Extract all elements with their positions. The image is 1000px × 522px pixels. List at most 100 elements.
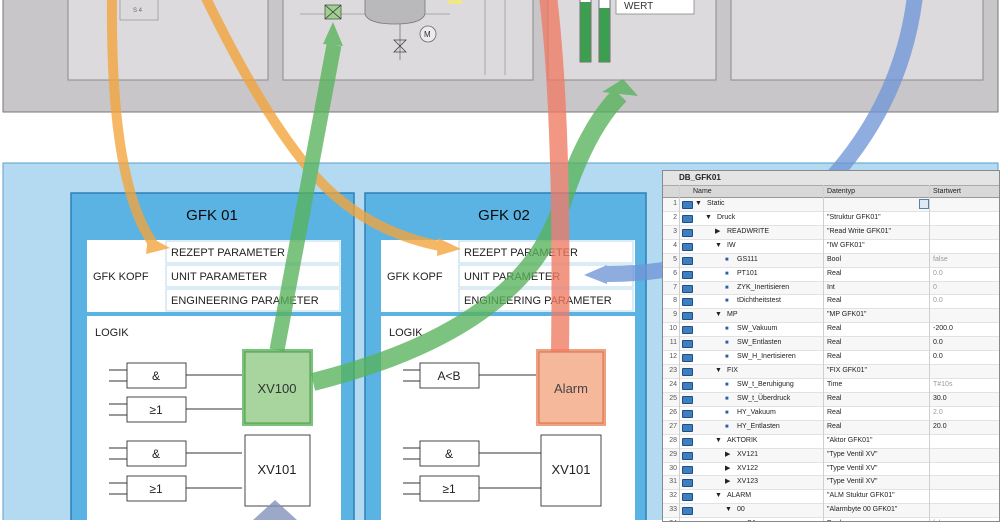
db-row-startvalue[interactable]: 0.0 <box>933 297 943 305</box>
gfk02-xv101-block[interactable] <box>540 434 602 507</box>
db-row-startvalue[interactable]: 0 <box>933 283 937 291</box>
db-row-name: 00 <box>737 506 745 514</box>
member-bullet-icon: ■ <box>725 340 729 347</box>
gfk01-block: GFK 01 GFK KOPF REZEPT PARAMETER UNIT PA… <box>70 192 355 520</box>
db-row-startvalue[interactable]: T#10s <box>933 380 953 388</box>
db-row-type-icon <box>682 423 693 432</box>
expand-down-icon[interactable]: ▼ <box>715 492 722 500</box>
db-row-type-icon <box>682 507 693 516</box>
member-bullet-icon: ■ <box>725 298 729 305</box>
db-row-startvalue[interactable]: 2.0 <box>933 408 943 416</box>
db-row[interactable]: 30▶XV122"Type Ventil XV" <box>663 463 999 477</box>
db-row[interactable]: 9▼MP"MP GFK01" <box>663 309 999 324</box>
db-row-number: 7 <box>673 283 677 291</box>
db-row-type: "Type Ventil XV" <box>827 478 878 486</box>
db-row-startvalue[interactable]: -200.0 <box>933 325 953 333</box>
db-row-name: SW_t_Beruhigung <box>737 380 794 388</box>
hmi-screen-1 <box>67 0 269 81</box>
db-row[interactable]: 4▼IW"IW GFK01" <box>663 240 999 254</box>
gfk01-param-rezept[interactable]: REZEPT PARAMETER <box>171 247 285 259</box>
expand-right-icon[interactable]: ▶ <box>725 450 731 458</box>
member-bullet-icon: ■ <box>725 423 729 430</box>
db-row[interactable]: 32▼ALARM"ALM Stuktur GFK01" <box>663 490 999 505</box>
member-bullet-icon: ■ <box>725 326 729 333</box>
gfk01-kopf-label: GFK KOPF <box>93 271 149 283</box>
db-row-number: 24 <box>669 380 677 388</box>
gfk02-alarm-block[interactable] <box>538 351 604 424</box>
wert-box <box>615 0 695 15</box>
db-row-startvalue[interactable]: 30.0 <box>933 394 947 402</box>
db-row-type-icon <box>682 493 693 502</box>
db-row[interactable]: 23▼FIX"FIX GFK01" <box>663 365 999 379</box>
db-row-name: XV121 <box>737 450 759 458</box>
db-row[interactable]: 34■SABoolfalse <box>663 518 999 521</box>
expand-right-icon[interactable]: ▶ <box>725 478 731 486</box>
expand-right-icon[interactable]: ▶ <box>715 227 721 235</box>
expand-down-icon[interactable]: ▼ <box>695 200 702 207</box>
gfk01-param-engineering[interactable]: ENGINEERING PARAMETER <box>171 295 319 307</box>
db-row-startvalue[interactable]: 0.0 <box>933 269 943 277</box>
db-row[interactable]: 29▶XV121"Type Ventil XV" <box>663 448 999 463</box>
db-row-number: 11 <box>669 339 677 347</box>
db-row-startvalue[interactable]: 0.0 <box>933 353 943 361</box>
member-bullet-icon: ■ <box>725 395 729 402</box>
db-row[interactable]: 31▶XV123"Type Ventil XV" <box>663 476 999 491</box>
expand-down-icon[interactable]: ▼ <box>705 213 712 221</box>
member-bullet-icon: ■ <box>735 518 739 521</box>
gfk01-gate-or-1: ≥1 <box>149 403 163 417</box>
db-row-startvalue[interactable]: 0.0 <box>933 339 943 347</box>
db-row[interactable]: 28▼AKTORIK"Aktor GFK01" <box>663 435 999 449</box>
db-row-type-icon <box>682 381 693 390</box>
db-row-type-icon <box>682 284 693 293</box>
db-row-startvalue[interactable]: 20.0 <box>933 422 947 430</box>
expand-down-icon[interactable]: ▼ <box>715 436 722 444</box>
db-row-number: 9 <box>673 311 677 319</box>
db-row[interactable]: 3▶READWRITE"Read Write GFK01" <box>663 225 999 240</box>
arrow-orange-gfk01 <box>106 0 157 247</box>
db-row-type: Real <box>827 394 842 402</box>
db-row-name: HY_Entlasten <box>737 422 780 430</box>
db-row-number: 31 <box>669 478 677 486</box>
wert-label: WERT <box>624 1 653 12</box>
gfk01-param-unit[interactable]: UNIT PARAMETER <box>171 271 267 283</box>
gfk01-xv101-label: XV101 <box>257 462 296 477</box>
motor-label: M <box>424 30 431 39</box>
db-row-number: 32 <box>669 492 677 500</box>
expand-right-icon[interactable]: ▶ <box>725 464 731 472</box>
db-row[interactable]: 33▼00"Alarmbyte 00 GFK01" <box>663 504 999 519</box>
member-bullet-icon: ■ <box>725 270 729 277</box>
expand-down-icon[interactable]: ▼ <box>725 506 732 514</box>
gfk02-kopf-label: GFK KOPF <box>387 271 443 283</box>
db-row-name: GS111 <box>737 255 758 263</box>
gfk01-xv100-block[interactable] <box>244 351 311 424</box>
db-row-name: READWRITE <box>727 227 769 235</box>
member-bullet-icon: ■ <box>725 409 729 416</box>
gfk01-title: GFK 01 <box>186 207 238 224</box>
expand-down-icon[interactable]: ▼ <box>715 367 722 375</box>
db-row-name: XV122 <box>737 464 759 472</box>
db-row-name: SW_Entlasten <box>737 339 782 347</box>
gfk02-gate-compare: A<B <box>437 369 460 383</box>
db-row-type: "Type Ventil XV" <box>827 450 878 458</box>
db-row-startvalue[interactable]: false <box>933 255 948 263</box>
expand-down-icon[interactable]: ▼ <box>715 311 722 319</box>
expand-down-icon[interactable]: ▼ <box>715 241 722 249</box>
db-row[interactable]: 1▼Static <box>663 198 999 212</box>
type-picker-icon[interactable] <box>919 199 929 209</box>
db-row-type: Real <box>827 325 842 333</box>
db-row[interactable]: 2▼Druck"Struktur GFK01" <box>663 212 999 226</box>
db-row-startvalue[interactable]: false <box>933 518 948 521</box>
gfk01-xv101-block[interactable] <box>244 434 311 507</box>
gfk01-logik-label: LOGIK <box>95 327 129 339</box>
